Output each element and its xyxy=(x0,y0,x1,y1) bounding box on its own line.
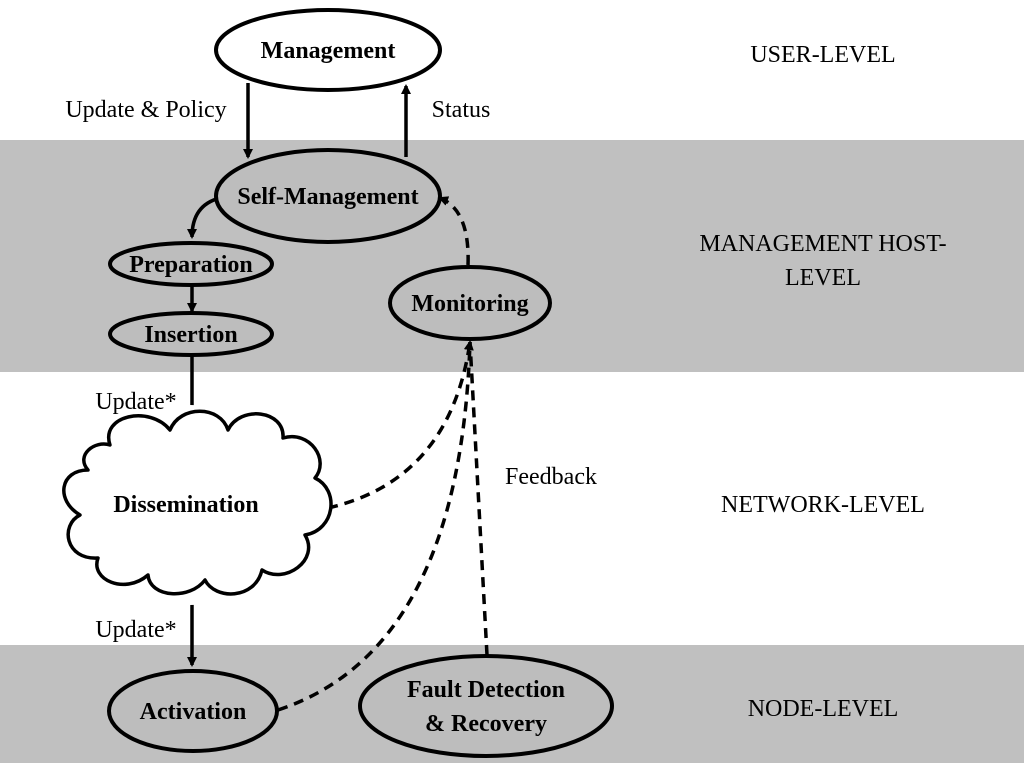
edge-label-update-1: Update* xyxy=(95,389,176,415)
edge-activation-to-monitoring xyxy=(277,341,472,712)
edge-monitoring-to-self xyxy=(438,196,470,266)
level-label-user: USER-LEVEL xyxy=(750,42,895,68)
edge-fault-to-monitoring xyxy=(468,341,489,656)
edge-label-status: Status xyxy=(432,97,491,123)
level-label-management-host-line2: LEVEL xyxy=(785,265,861,291)
edge-label-feedback: Feedback xyxy=(505,464,597,490)
level-label-node: NODE-LEVEL xyxy=(748,696,899,722)
edge-label-update-policy: Update & Policy xyxy=(65,97,226,123)
level-label-management-host-line1: MANAGEMENT HOST- xyxy=(699,231,946,257)
node-self-management-label: Self-Management xyxy=(237,184,418,210)
level-label-network: NETWORK-LEVEL xyxy=(721,492,925,518)
node-self-management xyxy=(214,148,442,244)
node-activation xyxy=(107,669,279,753)
node-fault-detection xyxy=(358,654,614,758)
node-insertion xyxy=(108,311,274,357)
node-dissemination xyxy=(62,405,333,605)
node-activation-label: Activation xyxy=(140,699,247,725)
edge-label-update-2: Update* xyxy=(95,617,176,643)
node-preparation-label: Preparation xyxy=(129,252,253,278)
node-monitoring-label: Monitoring xyxy=(411,291,528,317)
node-monitoring xyxy=(388,265,552,341)
node-fault-detection-label-line2: & Recovery xyxy=(425,711,547,737)
node-fault-detection-label-line1: Fault Detection xyxy=(407,677,565,703)
node-management-label: Management xyxy=(261,38,396,64)
node-insertion-label: Insertion xyxy=(144,322,237,348)
node-dissemination-label: Dissemination xyxy=(113,492,258,518)
node-management xyxy=(214,8,442,92)
node-preparation xyxy=(108,241,274,287)
